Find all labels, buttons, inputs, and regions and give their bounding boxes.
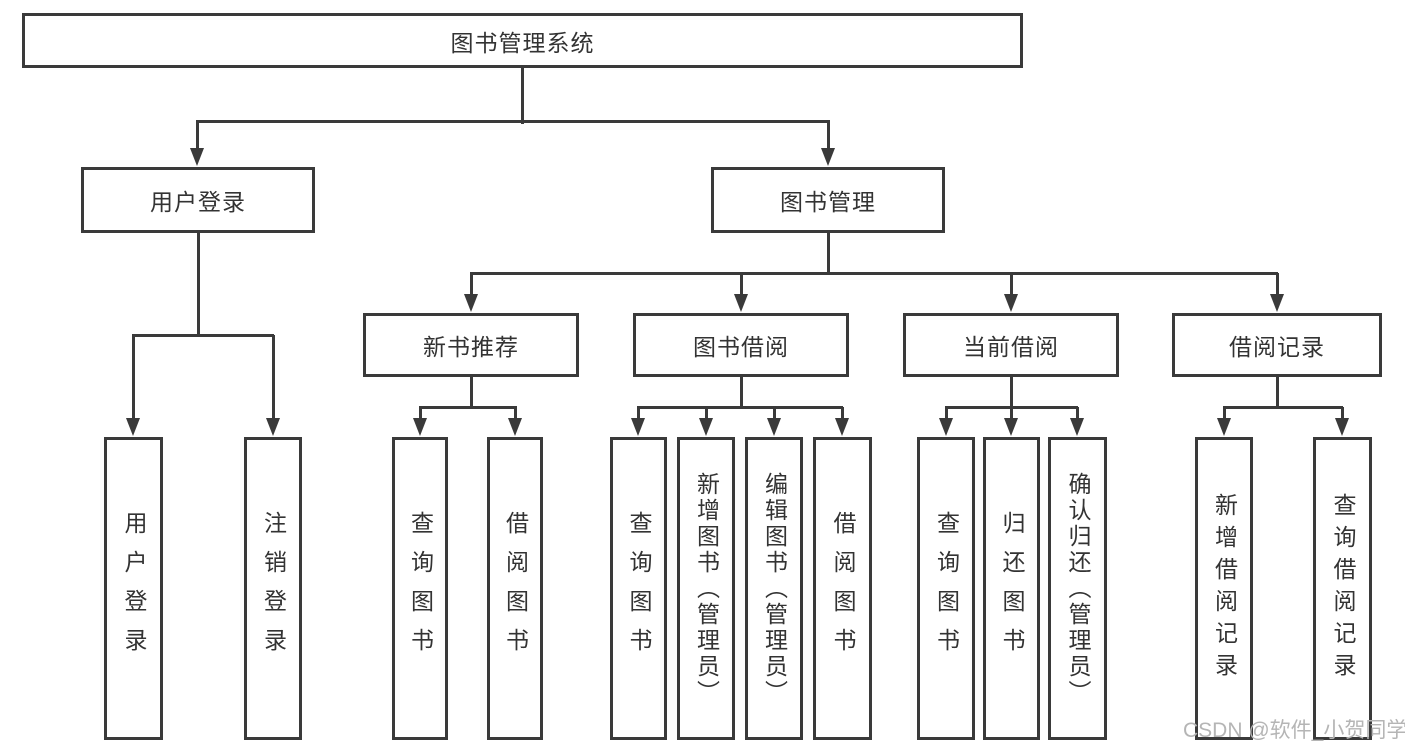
- leaf-user-login-label: 用户登录: [121, 510, 147, 667]
- arrow-down-book-borrow: [734, 294, 748, 312]
- node-book-borrow-label: 图书借阅: [693, 334, 789, 360]
- leaf-query-books-borrow: 查询图书: [610, 437, 667, 740]
- connector-drop-leaf-logout: [272, 335, 275, 421]
- arrow-down-new-book-recommend: [464, 294, 478, 312]
- arrow-down-borrow-books: [835, 418, 849, 436]
- leaf-return-books: 归还图书: [983, 437, 1040, 740]
- leaf-query-borrow-record-label: 查询借阅记录: [1330, 492, 1356, 685]
- connector-drop-edit-books-admin: [773, 407, 776, 421]
- node-current-borrow-label: 当前借阅: [963, 334, 1059, 360]
- arrow-down-add-borrow-record: [1217, 418, 1231, 436]
- node-current-borrow: 当前借阅: [903, 313, 1119, 377]
- arrow-down-book-management: [821, 148, 835, 166]
- leaf-add-borrow-record: 新增借阅记录: [1195, 437, 1253, 740]
- connector-drop-query-books-current: [945, 407, 948, 421]
- arrow-down-query-books-recommend: [413, 418, 427, 436]
- connector-borrow-records-bar: [1223, 406, 1343, 409]
- node-new-book-recommend-label: 新书推荐: [423, 334, 519, 360]
- arrow-down-current-borrow: [1004, 294, 1018, 312]
- connector-drop-book-management: [827, 121, 830, 151]
- arrow-down-borrow-records: [1270, 294, 1284, 312]
- leaf-add-books-admin: 新增图书（管理员）: [677, 437, 735, 740]
- connector-new-book-stem: [470, 377, 473, 408]
- connector-drop-confirm-return: [1076, 407, 1079, 421]
- connector-drop-add-books-admin: [705, 407, 708, 421]
- leaf-edit-books-admin-label: 编辑图书（管理员）: [761, 471, 788, 706]
- connector-drop-query-borrow-record: [1341, 407, 1344, 421]
- connector-drop-borrow-records: [1276, 273, 1279, 297]
- leaf-add-borrow-record-label: 新增借阅记录: [1211, 492, 1238, 685]
- arrow-down-edit-books-admin: [767, 418, 781, 436]
- csdn-watermark: CSDN @软件_小贺同学: [1183, 719, 1405, 742]
- connector-drop-current-borrow: [1010, 273, 1013, 297]
- leaf-logout: 注销登录: [244, 437, 302, 740]
- connector-drop-query-books-recommend: [419, 407, 422, 421]
- node-user-login-label: 用户登录: [150, 189, 246, 215]
- connector-user-login-stem: [197, 233, 200, 337]
- connector-current-borrow-stem: [1010, 377, 1013, 408]
- arrow-down-query-books-borrow: [631, 418, 645, 436]
- arrow-down-add-books-admin: [699, 418, 713, 436]
- leaf-borrow-books-recommend: 借阅图书: [487, 437, 543, 740]
- connector-drop-borrow-books-recommend: [514, 407, 517, 421]
- leaf-query-books-borrow-label: 查询图书: [626, 510, 652, 667]
- node-borrow-records: 借阅记录: [1172, 313, 1382, 377]
- leaf-add-books-admin-label: 新增图书（管理员）: [693, 471, 720, 706]
- arrow-down-leaf-logout: [266, 418, 280, 436]
- arrow-down-borrow-books-recommend: [508, 418, 522, 436]
- connector-root-stem: [521, 68, 524, 124]
- leaf-user-login: 用户登录: [104, 437, 163, 740]
- connector-user-login-bar: [132, 334, 274, 337]
- leaf-query-books-recommend-label: 查询图书: [407, 510, 434, 667]
- node-borrow-records-label: 借阅记录: [1229, 334, 1325, 360]
- node-book-management-label: 图书管理: [780, 189, 876, 215]
- connector-book-management-stem: [827, 233, 830, 274]
- connector-drop-book-borrow: [740, 273, 743, 297]
- arrow-down-leaf-login: [126, 418, 140, 436]
- leaf-borrow-books-recommend-label: 借阅图书: [502, 510, 529, 667]
- leaf-confirm-return-admin: 确认归还（管理员）: [1048, 437, 1107, 740]
- node-root-label: 图书管理系统: [450, 29, 595, 56]
- leaf-logout-label: 注销登录: [260, 510, 287, 667]
- leaf-query-borrow-record: 查询借阅记录: [1313, 437, 1372, 740]
- connector-borrow-records-stem: [1276, 377, 1279, 408]
- connector-drop-new-book-recommend: [470, 273, 473, 297]
- leaf-confirm-return-admin-label: 确认归还（管理员）: [1065, 471, 1091, 706]
- connector-drop-borrow-books: [841, 407, 844, 421]
- arrow-down-user-login: [190, 148, 204, 166]
- arrow-down-confirm-return: [1070, 418, 1084, 436]
- connector-drop-user-login: [196, 121, 199, 151]
- connector-new-book-bar: [419, 406, 517, 409]
- leaf-borrow-books: 借阅图书: [813, 437, 872, 740]
- connector-book-borrow-bar: [637, 406, 843, 409]
- arrow-down-return-books: [1004, 418, 1018, 436]
- node-book-borrow: 图书借阅: [633, 313, 849, 377]
- leaf-query-books-recommend: 查询图书: [392, 437, 448, 740]
- connector-book-borrow-stem: [740, 377, 743, 408]
- node-new-book-recommend: 新书推荐: [363, 313, 579, 377]
- leaf-return-books-label: 归还图书: [999, 510, 1025, 667]
- node-root-library-system: 图书管理系统: [22, 13, 1023, 68]
- arrow-down-query-borrow-record: [1335, 418, 1349, 436]
- connector-drop-add-borrow-record: [1223, 407, 1226, 421]
- connector-drop-query-books-borrow: [637, 407, 640, 421]
- arrow-down-query-books-current: [939, 418, 953, 436]
- node-user-login: 用户登录: [81, 167, 315, 233]
- leaf-query-books-current-label: 查询图书: [933, 510, 960, 667]
- connector-book-management-bar: [470, 272, 1278, 275]
- leaf-borrow-books-label: 借阅图书: [830, 510, 856, 667]
- leaf-query-books-current: 查询图书: [917, 437, 975, 740]
- connector-root-bar: [196, 120, 830, 123]
- connector-drop-leaf-login: [132, 335, 135, 421]
- node-book-management: 图书管理: [711, 167, 945, 233]
- connector-drop-return-books: [1010, 407, 1013, 421]
- leaf-edit-books-admin: 编辑图书（管理员）: [745, 437, 803, 740]
